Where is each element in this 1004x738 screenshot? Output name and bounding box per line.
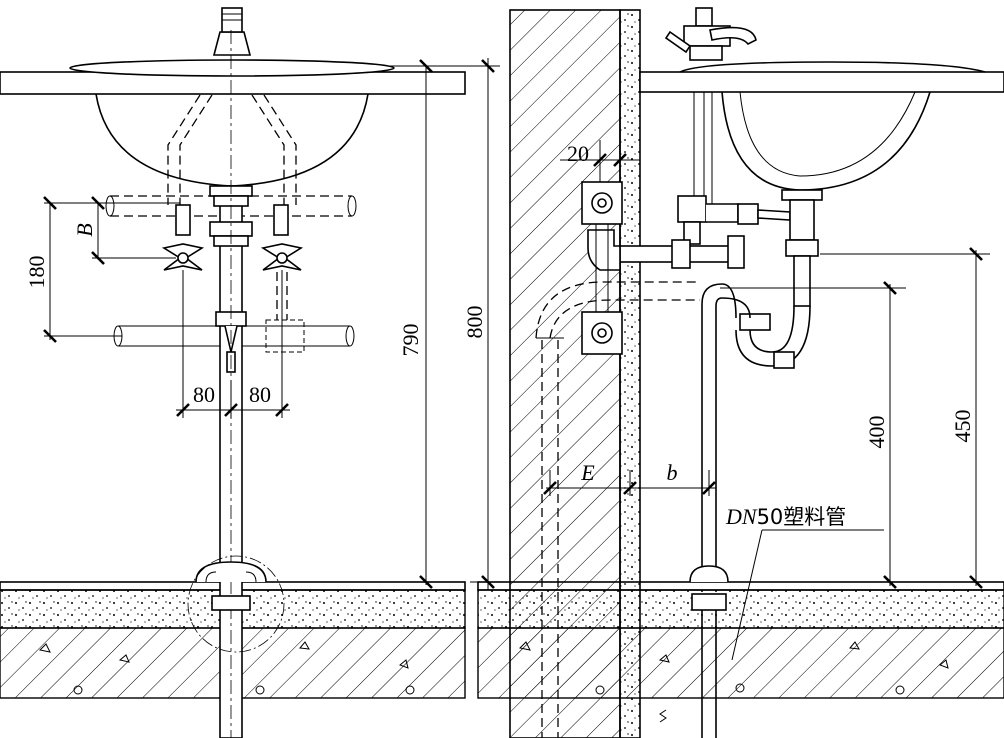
dim-B-label: B [72,223,97,236]
dim-180-label: 180 [24,256,49,289]
dim-80-right-label: 80 [249,382,271,407]
dimension-80-80: 80 80 [176,380,290,418]
dimension-E-b: E b [543,460,716,496]
dim-400-label: 400 [864,416,889,449]
dimension-B: B [72,196,176,265]
left-angle-valve-left [161,204,205,400]
right-p-trap [689,189,823,738]
right-view: 800 20 400 450 [462,7,1004,738]
left-view: 790 180 B 80 80 [0,7,470,738]
left-floor-drain-fitting [187,555,285,653]
pipe-material-callout: DN50塑料管 [725,504,884,661]
right-supply-pipe [619,195,791,269]
right-wall-bracket-upper [581,181,623,225]
right-faucet [664,7,757,214]
right-wall [509,9,667,738]
dim-450-label: 450 [950,410,975,443]
right-supply-elbow [587,224,621,312]
right-basin-inner [739,91,916,177]
right-countertop [639,61,1004,93]
dim-E-label: E [580,460,595,485]
right-wall-bracket-lower [581,311,623,355]
dimension-180: 180 [24,196,180,343]
dim-20-label: 20 [567,141,589,166]
dimension-20: 20 [560,140,640,182]
dimension-800: 800 [462,58,500,590]
dim-800-label: 800 [462,306,487,339]
dimension-790: 790 [388,59,470,589]
pipe-label-dn: DN [725,504,758,529]
left-angle-valve-right [260,204,304,400]
left-basin-bowl [95,93,369,187]
left-faucet [212,7,252,56]
dimension-450: 450 [820,247,990,589]
dim-790-label: 790 [398,324,423,357]
right-basin-bowl [721,91,931,191]
pipe-label-rest: 50塑料管 [757,505,847,529]
dim-80-left-label: 80 [193,382,215,407]
left-countertop [0,59,466,95]
dimension-400: 400 [720,281,906,589]
left-hidden-supply-lines [167,94,297,205]
pipe-material-label: DN50塑料管 [725,504,846,529]
dim-b-label: b [667,460,678,485]
